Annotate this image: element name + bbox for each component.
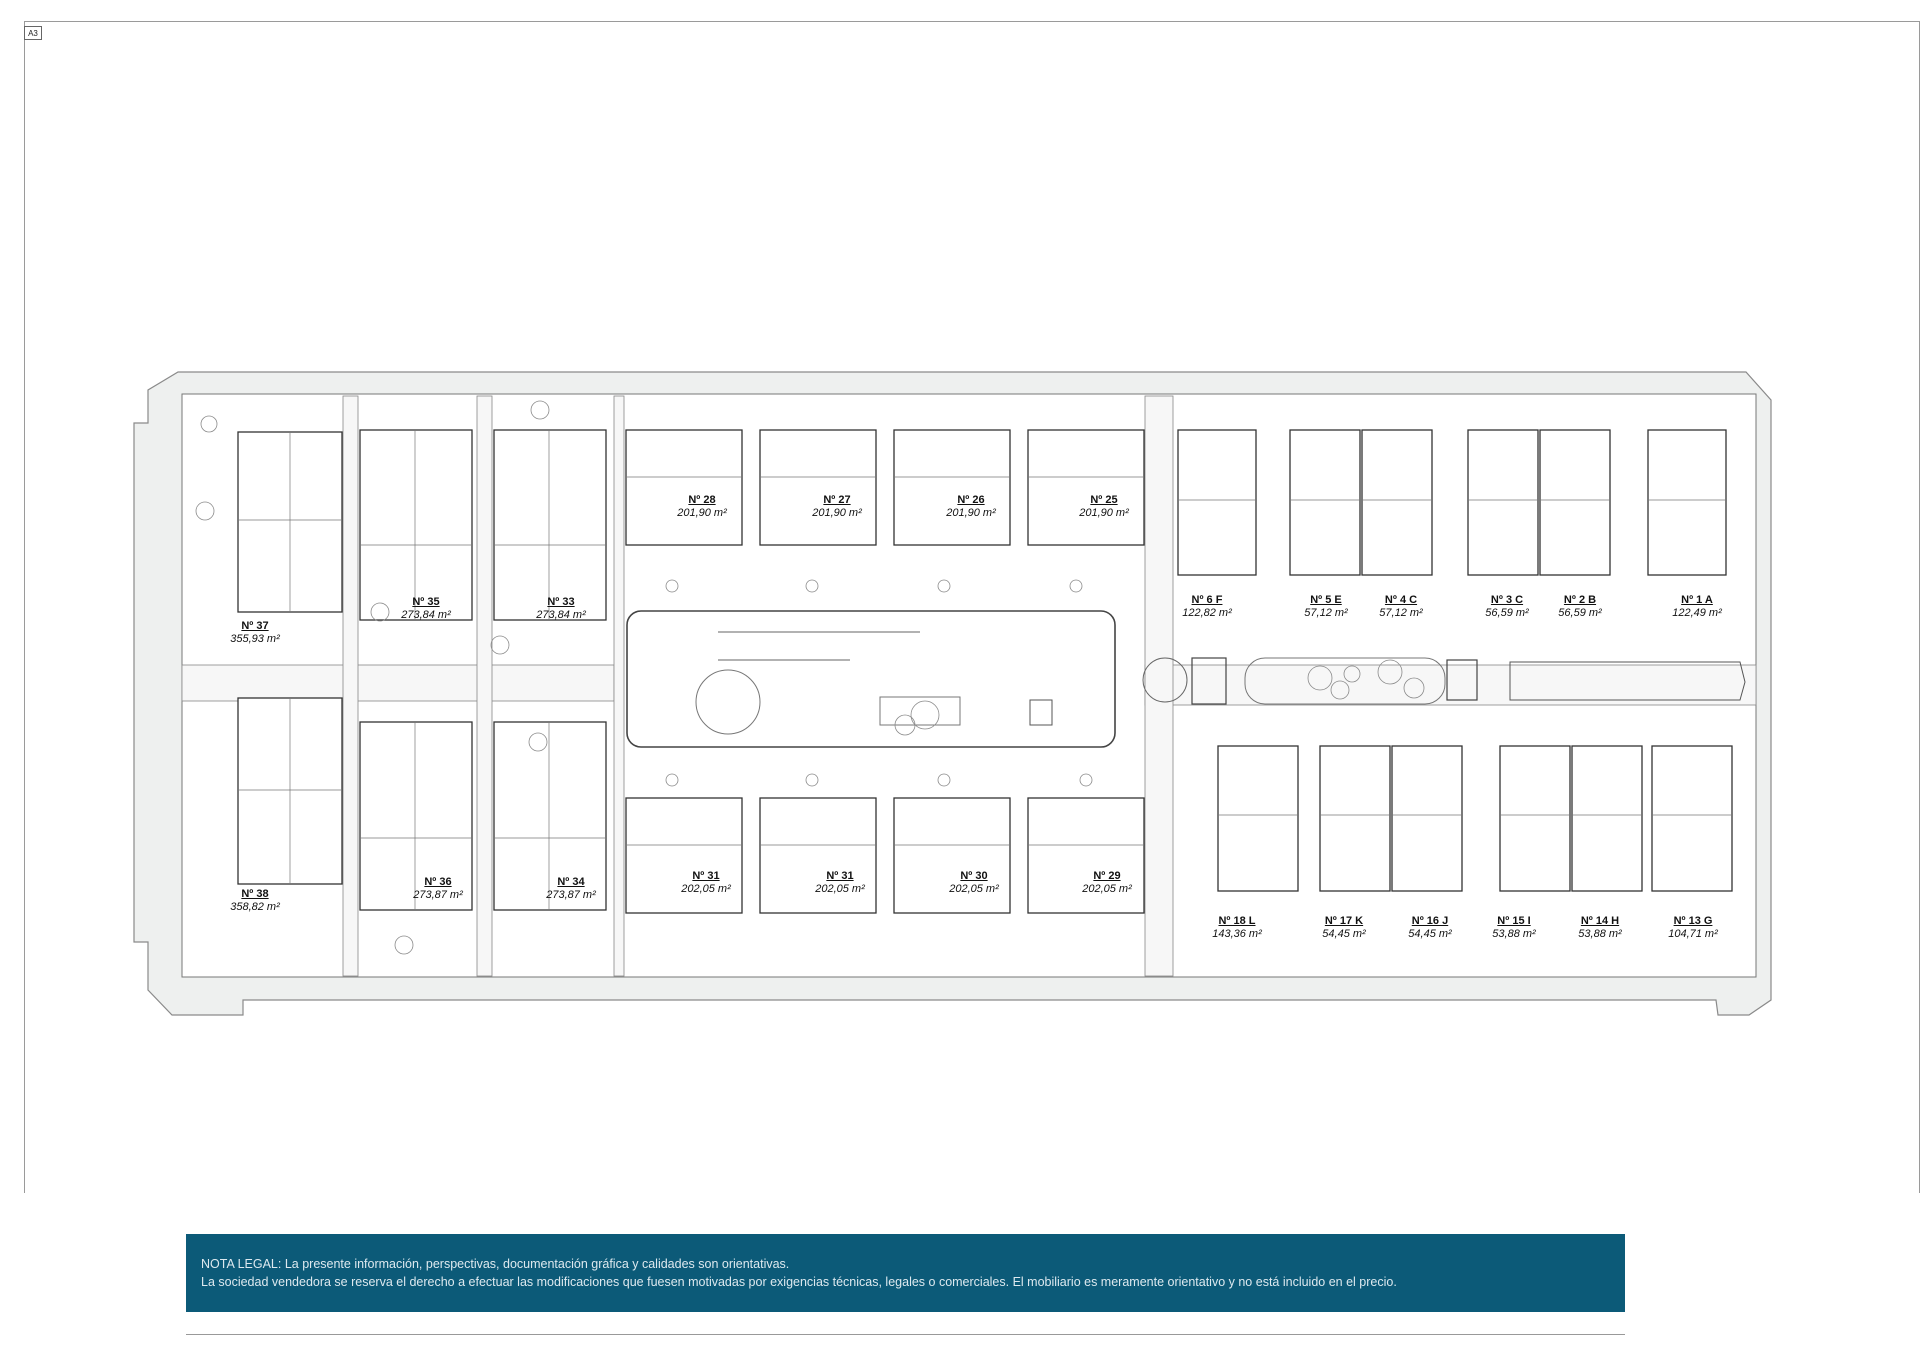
unit-area: 202,05 m² [1082, 883, 1132, 895]
unit-label: Nº 36 273,87 m² [413, 876, 463, 902]
unit-number: Nº 35 [412, 596, 440, 608]
unit-label: Nº 38 358,82 m² [230, 888, 280, 914]
unit-number: Nº 16 J [1411, 915, 1449, 927]
unit-label: Nº 33 273,84 m² [536, 596, 586, 622]
unit-area: 56,59 m² [1485, 607, 1529, 619]
legal-note-banner: NOTA LEGAL: La presente información, per… [186, 1234, 1625, 1312]
unit-number: Nº 17 K [1324, 915, 1364, 927]
unit-label: Nº 14 H 53,88 m² [1578, 915, 1621, 941]
unit-label: Nº 18 L 143,36 m² [1212, 915, 1262, 941]
unit-label: Nº 31 202,05 m² [681, 870, 731, 896]
unit-label: Nº 30 202,05 m² [949, 870, 999, 896]
unit-label: Nº 25 201,90 m² [1079, 494, 1129, 520]
unit-number: Nº 5 E [1310, 594, 1342, 606]
unit-area: 122,82 m² [1182, 607, 1232, 619]
unit-label: Nº 28 201,90 m² [677, 494, 727, 520]
unit-area: 201,90 m² [1079, 507, 1129, 519]
unit-number: Nº 14 H [1580, 915, 1620, 927]
unit-number: Nº 26 [957, 494, 985, 506]
unit-label: Nº 29 202,05 m² [1082, 870, 1132, 896]
unit-number: Nº 30 [960, 870, 988, 882]
unit-area: 57,12 m² [1379, 607, 1423, 619]
unit-number: Nº 2 B [1563, 594, 1597, 606]
circulation-paths [181, 395, 1757, 977]
unit-number: Nº 18 L [1218, 915, 1256, 927]
unit-label: Nº 1 A 122,49 m² [1672, 594, 1722, 620]
unit-area: 202,05 m² [815, 883, 865, 895]
tree-symbols [195, 400, 1425, 955]
unit-area: 201,90 m² [946, 507, 996, 519]
unit-number: Nº 36 [424, 876, 452, 888]
unit-label: Nº 35 273,84 m² [401, 596, 451, 622]
room-divisions [238, 430, 1732, 910]
unit-area: 201,90 m² [677, 507, 727, 519]
unit-number: Nº 31 [826, 870, 854, 882]
unit-area: 273,84 m² [536, 609, 586, 621]
unit-label: Nº 4 C 57,12 m² [1379, 594, 1422, 620]
unit-label: Nº 17 K 54,45 m² [1322, 915, 1365, 941]
unit-area: 53,88 m² [1492, 928, 1536, 940]
unit-area: 201,90 m² [812, 507, 862, 519]
legal-note-line-2: La sociedad vendedora se reserva el dere… [201, 1275, 1397, 1289]
unit-area: 273,84 m² [401, 609, 451, 621]
villa-blocks-large [237, 429, 607, 911]
unit-label: Nº 2 B 56,59 m² [1558, 594, 1601, 620]
unit-area: 358,82 m² [230, 901, 280, 913]
unit-area: 56,59 m² [1558, 607, 1602, 619]
unit-label: Nº 37 355,93 m² [230, 620, 280, 646]
central-garden [626, 610, 1116, 748]
unit-area: 273,87 m² [413, 889, 463, 901]
unit-label: Nº 6 F 122,82 m² [1182, 594, 1232, 620]
unit-number: Nº 15 I [1497, 915, 1531, 927]
unit-number: Nº 6 F [1191, 594, 1223, 606]
unit-area: 57,12 m² [1304, 607, 1348, 619]
unit-number: Nº 29 [1093, 870, 1121, 882]
unit-number: Nº 28 [688, 494, 716, 506]
legal-note-line-1: NOTA LEGAL: La presente información, per… [201, 1257, 790, 1271]
unit-area: 202,05 m² [949, 883, 999, 895]
unit-number: Nº 31 [692, 870, 720, 882]
pool-area [1142, 657, 1746, 705]
unit-number: Nº 37 [241, 620, 269, 632]
villa-blocks-mid [625, 429, 1145, 914]
unit-label: Nº 26 201,90 m² [946, 494, 996, 520]
unit-label: Nº 16 J 54,45 m² [1408, 915, 1451, 941]
unit-label: Nº 27 201,90 m² [812, 494, 862, 520]
apartment-block-lower [1217, 745, 1733, 892]
unit-area: 53,88 m² [1578, 928, 1622, 940]
unit-number: Nº 27 [823, 494, 851, 506]
unit-area: 355,93 m² [230, 633, 280, 645]
unit-number: Nº 25 [1090, 494, 1118, 506]
unit-number: Nº 33 [547, 596, 575, 608]
unit-area: 202,05 m² [681, 883, 731, 895]
sheet-size-tag: A3 [24, 26, 42, 40]
unit-label: Nº 15 I 53,88 m² [1492, 915, 1535, 941]
unit-number: Nº 4 C [1384, 594, 1418, 606]
unit-area: 122,49 m² [1672, 607, 1722, 619]
bottom-divider [186, 1334, 1625, 1335]
unit-label: Nº 3 C 56,59 m² [1485, 594, 1528, 620]
unit-number: Nº 3 C [1490, 594, 1524, 606]
unit-label: Nº 34 273,87 m² [546, 876, 596, 902]
unit-label: Nº 5 E 57,12 m² [1304, 594, 1347, 620]
unit-number: Nº 1 A [1681, 594, 1713, 606]
unit-area: 143,36 m² [1212, 928, 1262, 940]
unit-label: Nº 31 202,05 m² [815, 870, 865, 896]
unit-number: Nº 13 G [1673, 915, 1713, 927]
unit-number: Nº 34 [557, 876, 585, 888]
unit-area: 54,45 m² [1322, 928, 1366, 940]
apartment-block-upper [1177, 429, 1727, 576]
unit-label: Nº 13 G 104,71 m² [1668, 915, 1718, 941]
unit-number: Nº 38 [241, 888, 269, 900]
unit-area: 273,87 m² [546, 889, 596, 901]
unit-area: 104,71 m² [1668, 928, 1718, 940]
unit-area: 54,45 m² [1408, 928, 1452, 940]
